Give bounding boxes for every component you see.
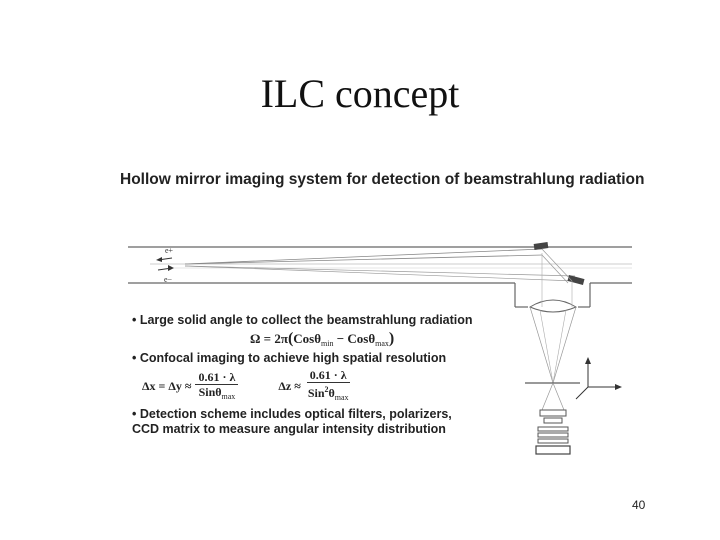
formula-dx-numerator: 0.61 · λ [195, 370, 239, 385]
reflected-ray-1 [541, 248, 573, 282]
positron-arrowhead [156, 257, 162, 262]
formula-dz-lhs: Δz ≈ [278, 379, 301, 393]
formula-dx-denominator: Sinθmax [196, 385, 239, 404]
bullet-ccd: CCD matrix to measure angular intensity … [132, 422, 446, 436]
radiation-ray-upper [184, 248, 543, 265]
polarizer-2 [537, 432, 569, 438]
omega-close-paren: ) [388, 330, 395, 347]
formula-dz-denominator: Sin2θmax [305, 383, 352, 405]
formula-dz-den-sup: 2 [324, 385, 329, 394]
diverging-ray-1 [541, 382, 554, 411]
polarizer-1 [537, 426, 569, 432]
converging-ray-2 [552, 306, 577, 384]
formula-dx-den-sub: max [221, 391, 236, 401]
figure-heading: Hollow mirror imaging system for detecti… [120, 171, 645, 188]
formula-dz-fraction: 0.61 · λ Sin2θmax [305, 368, 352, 405]
diverging-ray-2 [552, 382, 565, 411]
bullet-solid-angle: • Large solid angle to collect the beams… [132, 313, 473, 327]
radiation-ray-4 [184, 265, 576, 277]
omega-cos-max-sub: max [375, 339, 389, 348]
converging-ray-4 [552, 309, 567, 384]
reflected-ray-2 [541, 254, 569, 284]
optical-filter-2 [543, 417, 563, 424]
electron-arrowhead [168, 265, 174, 271]
page-number: 40 [632, 498, 646, 512]
omega-cos-min: Cosθ [293, 331, 322, 346]
axis-z [575, 386, 589, 400]
radiation-ray-lower [184, 254, 543, 265]
bullet-confocal: • Confocal imaging to achieve high spati… [132, 351, 447, 365]
ccd-matrix [535, 445, 571, 455]
resolution-formulas: Δx = Δy ≈ 0.61 · λ Sinθmax Δz ≈ 0.61 · λ… [142, 368, 492, 405]
omega-open-paren: ( [287, 330, 294, 347]
formula-dx-fraction: 0.61 · λ Sinθmax [195, 370, 239, 404]
radiation-ray-3 [184, 265, 576, 282]
hollow-mirror-lower [567, 275, 585, 285]
formula-dz-numerator: 0.61 · λ [306, 368, 350, 383]
converging-ray-1 [529, 306, 554, 384]
formula-dx-den-text: Sinθ [198, 384, 222, 399]
axis-y-arrowhead [585, 357, 591, 364]
hollow-mirror-upper [533, 242, 549, 250]
electron-label: e− [164, 275, 173, 284]
formula-omega: Ω = 2π(Cosθmin − Cosθmax) [250, 330, 492, 348]
omega-cos-min-sub: min [321, 339, 334, 348]
positron-label: e+ [165, 246, 174, 255]
axis-x-arrowhead [615, 384, 622, 390]
optics-diagram: e+ e− [128, 242, 632, 455]
bullet-detection: • Detection scheme includes optical filt… [132, 407, 452, 421]
formula-dz-den-theta: θ [328, 386, 335, 400]
omega-lhs: Ω = 2π [250, 331, 288, 346]
formula-dx-lhs: Δx = Δy ≈ [142, 379, 192, 393]
omega-minus: − [333, 331, 348, 346]
optical-filter-1 [539, 409, 567, 417]
slide-title: ILC concept [260, 71, 460, 116]
omega-cos-max: Cosθ [347, 331, 376, 346]
converging-ray-3 [539, 309, 554, 384]
formula-dz-den-text: Sin [307, 386, 325, 400]
formula-dz-den-sub: max [334, 393, 349, 402]
polarizer-3 [537, 438, 569, 444]
focusing-lens [528, 299, 578, 313]
optics-figure: Hollow mirror imaging system for detecti… [110, 165, 650, 465]
bullet-list: • Large solid angle to collect the beams… [132, 313, 492, 437]
